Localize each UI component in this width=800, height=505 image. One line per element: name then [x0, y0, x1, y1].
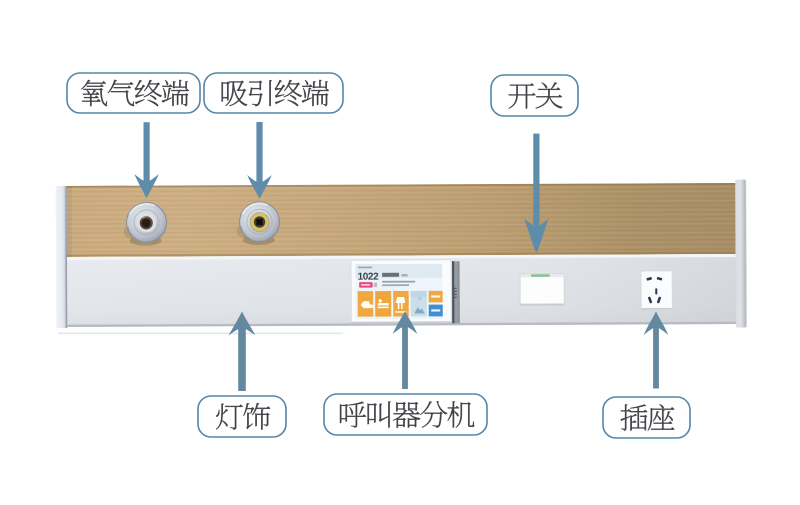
svg-text:1022: 1022 — [358, 272, 380, 283]
